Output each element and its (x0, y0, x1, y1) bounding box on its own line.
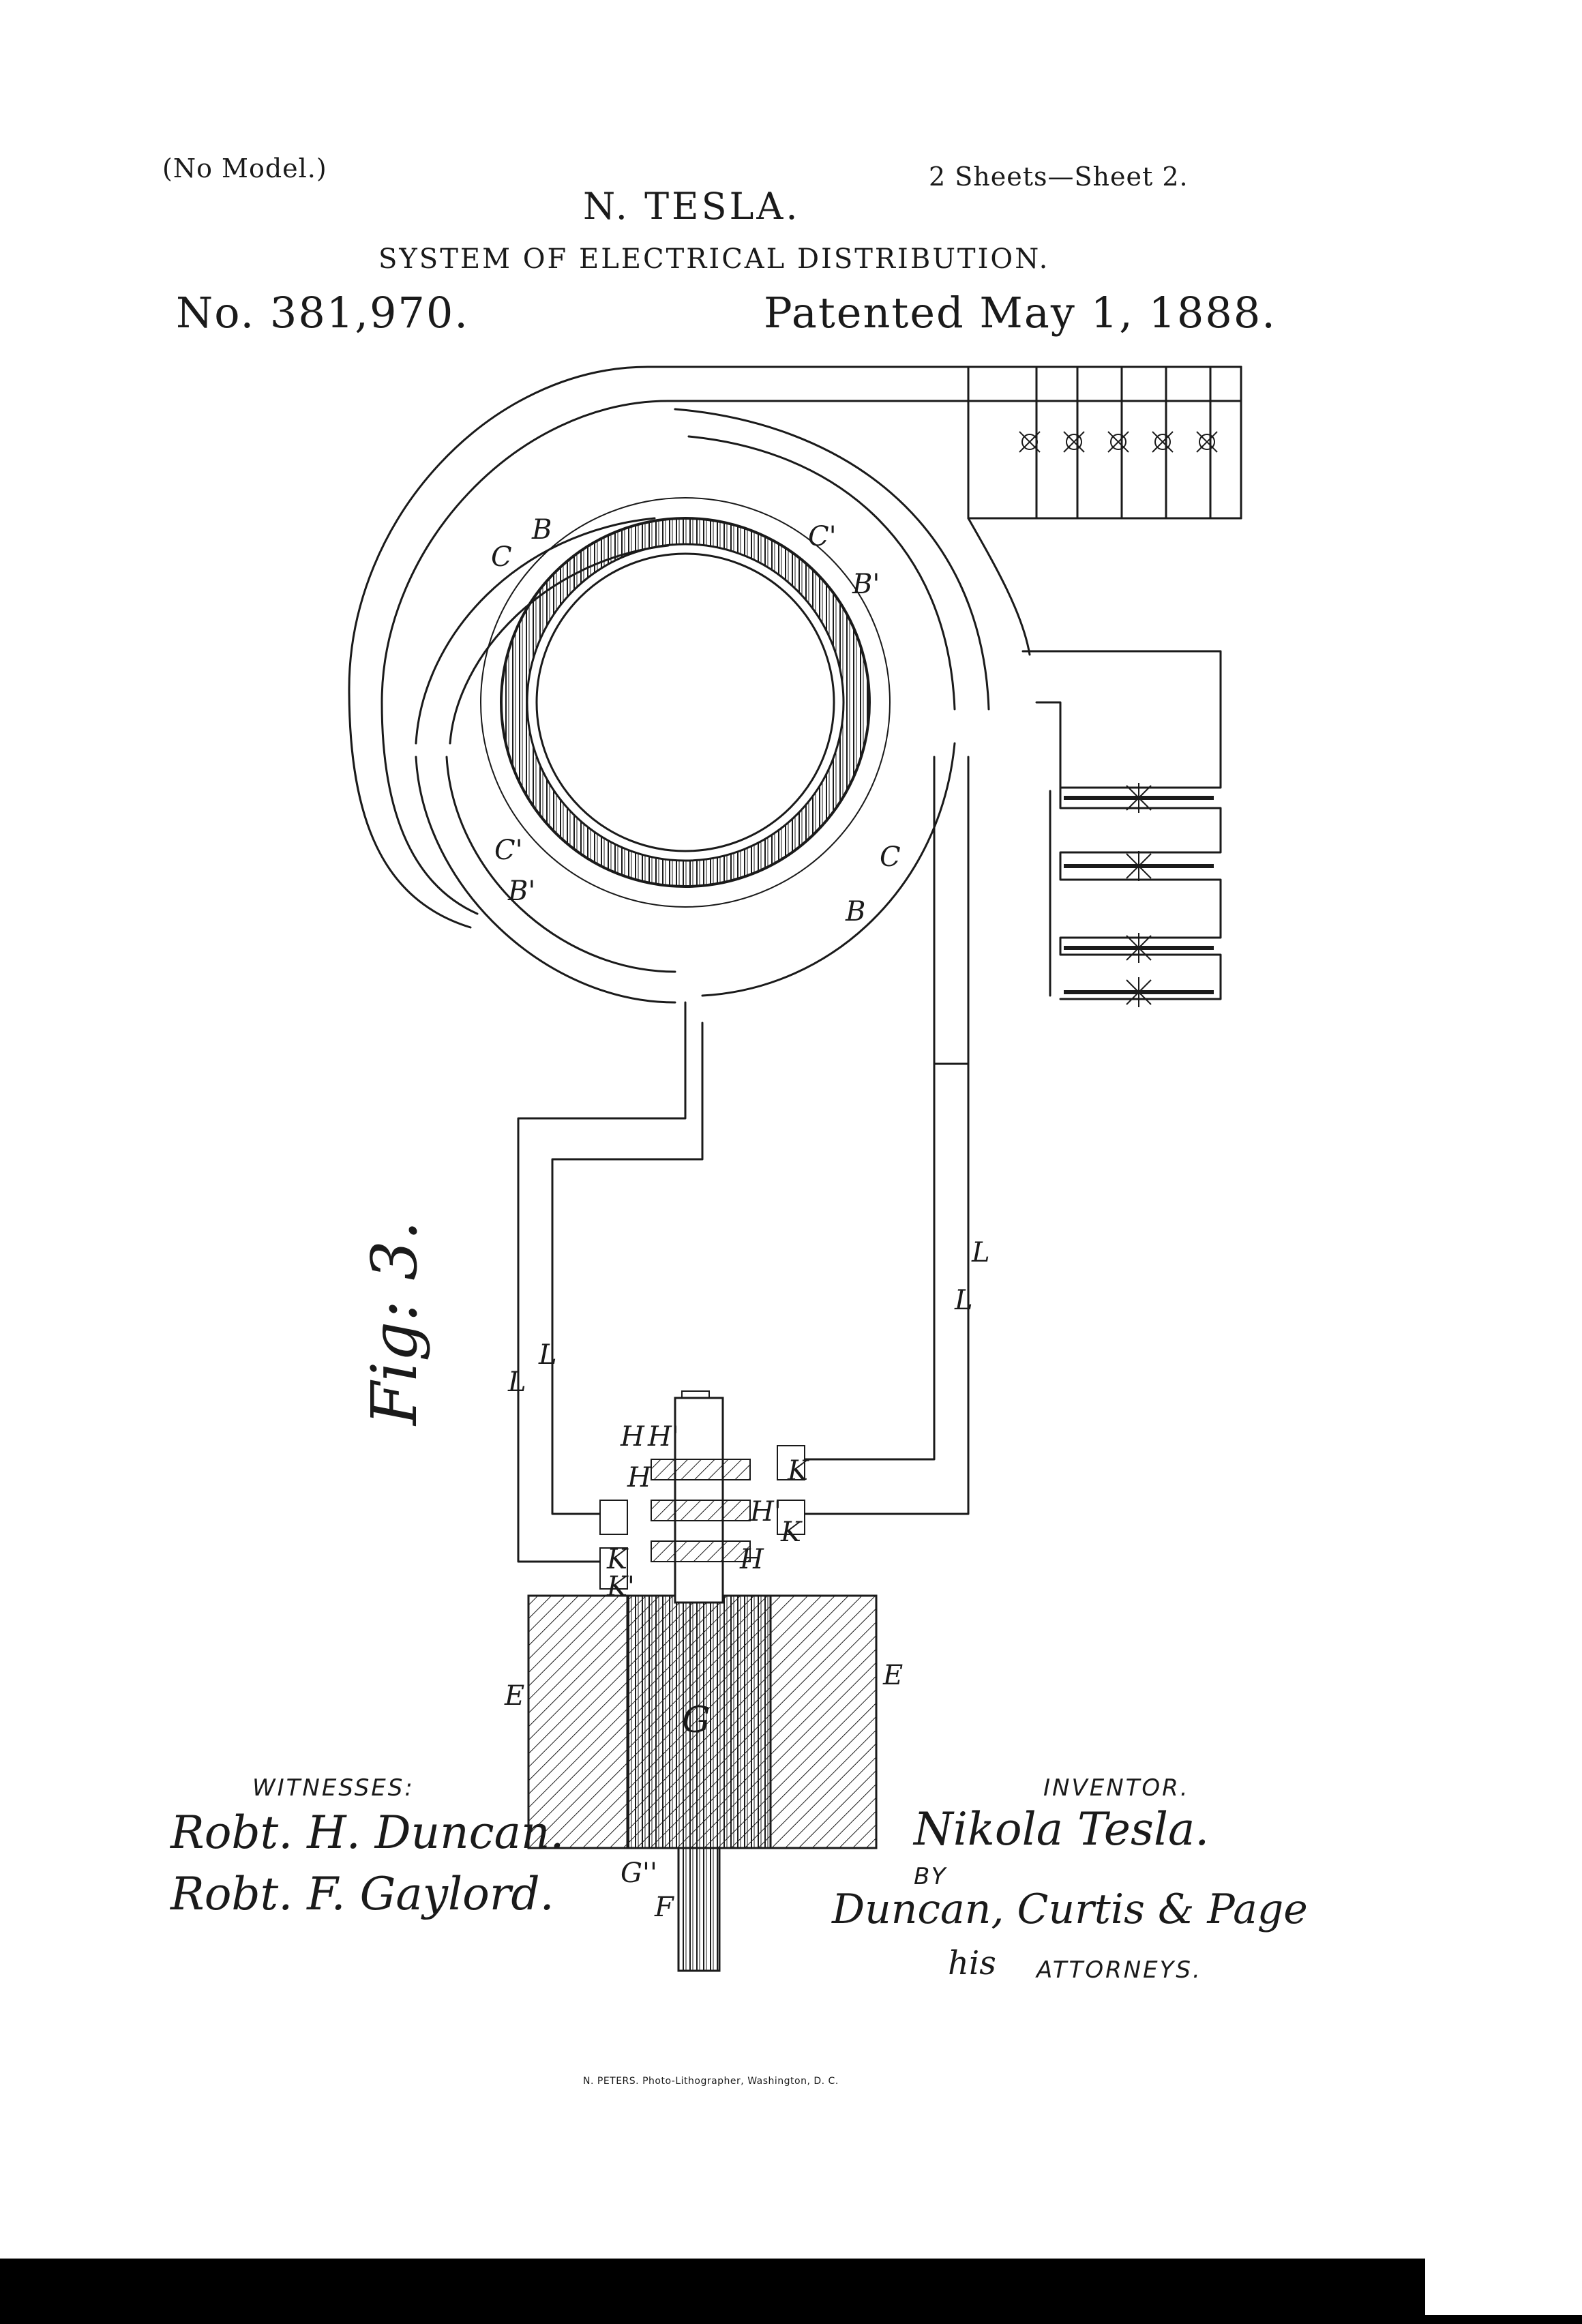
line-L-right-outer (803, 756, 970, 1515)
label-G: G (682, 1700, 711, 1741)
inner-arc-lower-right (701, 742, 956, 997)
inventor-name-header: N. TESLA. (583, 185, 801, 228)
lithographer-credit: N. PETERS. Photo-Lithographer, Washingto… (583, 2076, 839, 2087)
label-H-1: H (620, 1421, 645, 1452)
line-L-right-inner (803, 756, 936, 1461)
label-L-3: L (954, 1285, 973, 1316)
patent-number: No. 381,970. (176, 288, 469, 338)
label-H-2: H (627, 1462, 652, 1493)
model-note: (No Model.) (162, 153, 327, 183)
line-L-left-outer (517, 1001, 687, 1563)
inner-arc-upper-right (674, 408, 990, 711)
label-H-3: H (739, 1544, 764, 1575)
label-H-prime-1: H' (647, 1421, 679, 1452)
label-C-prime-right: C' (808, 521, 837, 552)
generator-assembly (527, 1390, 878, 1972)
label-B-top: B (531, 514, 552, 546)
label-K-prime: K' (606, 1571, 635, 1603)
outer-circuit-arc (348, 366, 1242, 929)
line-L-left-inner (551, 1022, 704, 1515)
label-C-right: C (880, 841, 901, 873)
by-label: BY (914, 1863, 948, 1890)
label-B-prime-left: B' (507, 876, 535, 907)
label-C-top: C (491, 541, 512, 573)
label-F: F (654, 1892, 674, 1923)
inventor-label: INVENTOR. (1043, 1774, 1190, 1802)
witnesses-label: WITNESSES: (252, 1774, 415, 1802)
scan-border-bar (0, 2259, 1425, 2324)
his-label: his (948, 1944, 996, 1982)
lamp-bank-upper (967, 366, 1242, 520)
witness-signature-1: Robt. H. Duncan. (170, 1806, 565, 1859)
label-K-2: K (780, 1517, 803, 1548)
label-L-1: L (507, 1367, 526, 1398)
label-K-3: K (787, 1455, 809, 1487)
scan-border-edge (1425, 2315, 1582, 2324)
label-E-right: E (882, 1660, 903, 1691)
outer-circuit-arc-inner (380, 400, 1242, 915)
label-G-double-prime: G'' (621, 1858, 657, 1889)
label-K-1: K (606, 1544, 629, 1575)
right-upper-circuit (967, 517, 1242, 656)
patent-date: Patented May 1, 1888. (764, 288, 1277, 338)
inventor-signature: Nikola Tesla. (914, 1803, 1210, 1856)
label-L-2: L (538, 1339, 557, 1371)
attorneys-label: ATTORNEYS. (1036, 1956, 1202, 1984)
label-E-left: E (504, 1680, 524, 1712)
sheet-number: 2 Sheets—Sheet 2. (929, 162, 1189, 192)
inner-arc-lower-left (415, 756, 676, 1004)
inner-arc-upper-left (415, 517, 656, 745)
lamp-bank-lower (1021, 650, 1222, 1000)
label-L-4: L (971, 1237, 990, 1268)
figure-caption: Fig: 3. (358, 1221, 431, 1427)
label-C-prime-left: C' (494, 835, 523, 866)
ring-armature (480, 497, 891, 908)
label-H-prime-2: H' (749, 1496, 781, 1528)
label-B-bottom: B (845, 896, 865, 927)
patent-title: SYSTEM OF ELECTRICAL DISTRIBUTION. (378, 243, 1050, 275)
witness-signature-2: Robt. F. Gaylord. (170, 1868, 554, 1920)
attorneys-signature: Duncan, Curtis & Page (832, 1886, 1308, 1933)
lamp-symbols (1019, 431, 1218, 1007)
label-B-prime-right: B' (852, 569, 880, 600)
